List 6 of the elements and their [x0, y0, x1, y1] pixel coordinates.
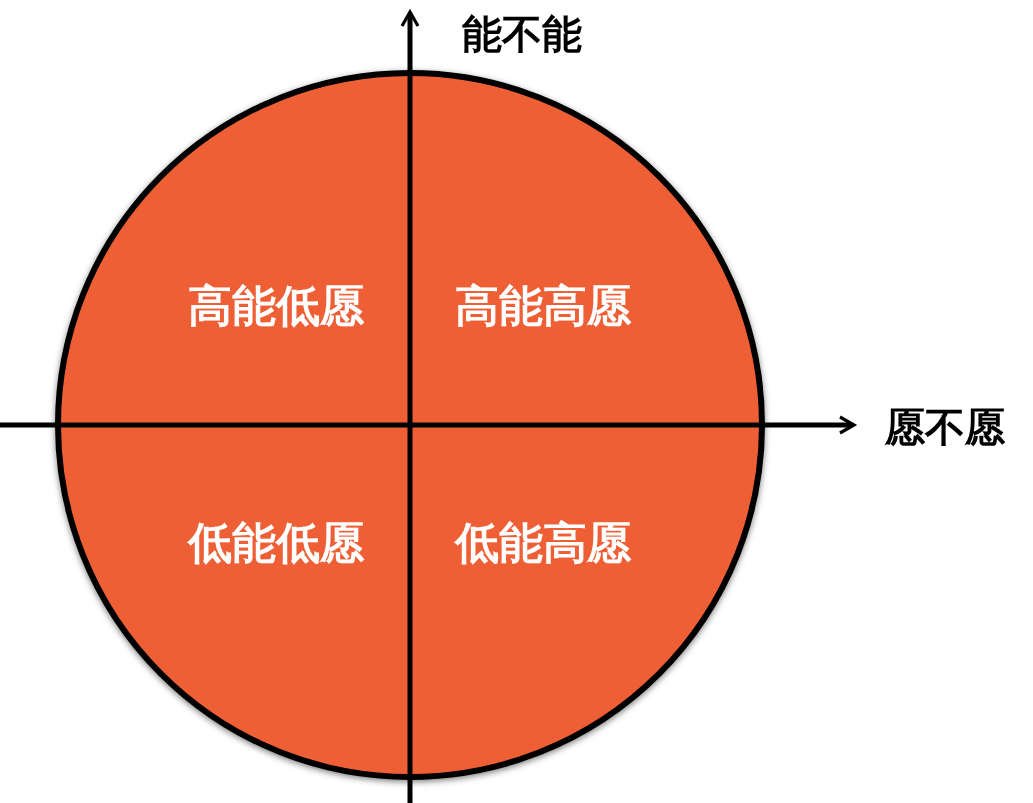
- axis-label: 能不能: [462, 14, 582, 54]
- axis-label: 愿不愿: [885, 407, 1005, 447]
- quadrant-label: 低能低愿: [188, 521, 364, 565]
- quadrant-label: 高能高愿: [455, 284, 631, 328]
- quadrant-label: 低能高愿: [455, 521, 631, 565]
- quadrant-label: 高能低愿: [188, 284, 364, 328]
